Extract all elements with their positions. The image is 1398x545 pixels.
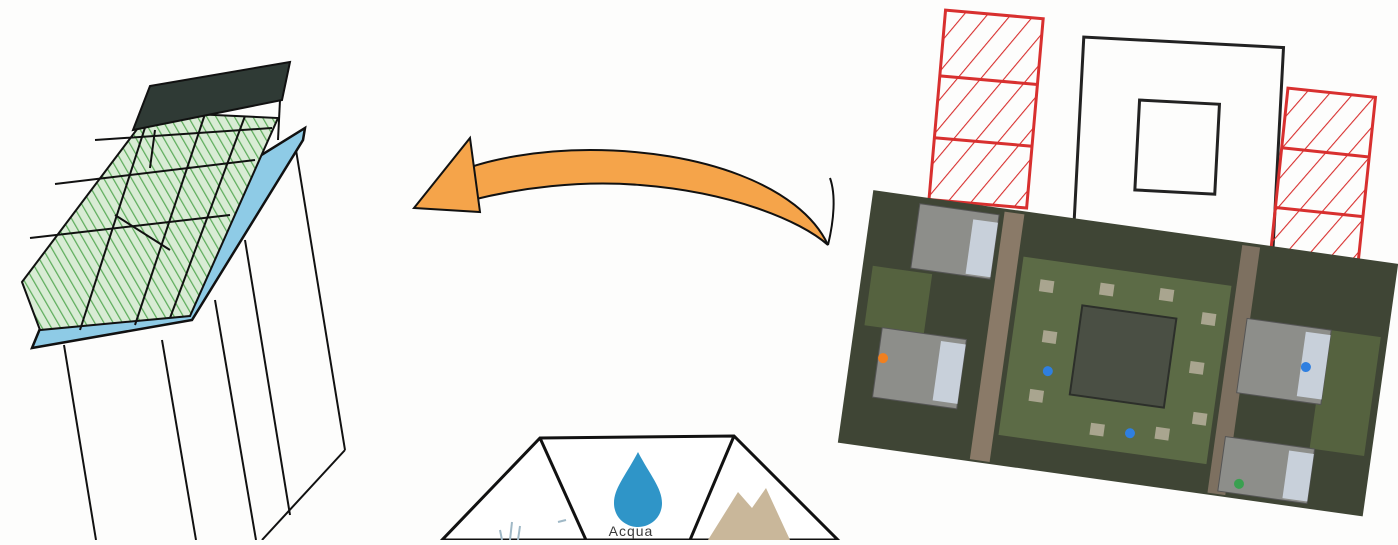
hex-segment-label-water: Acqua (586, 523, 676, 539)
hatched-block-left (929, 10, 1043, 208)
green-roof-building (22, 62, 345, 540)
orange-curved-arrow (414, 138, 834, 245)
